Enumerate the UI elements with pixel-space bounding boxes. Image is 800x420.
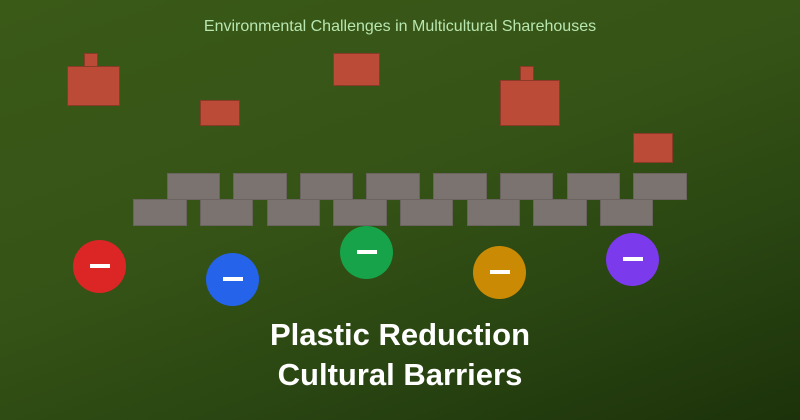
red-block (333, 53, 380, 86)
gray-segment-bottom (267, 199, 320, 226)
gray-segment-bottom (533, 199, 587, 226)
gray-segment-top (167, 173, 220, 200)
red-block (200, 100, 240, 126)
gray-segment-top (233, 173, 287, 200)
red-block-tab (84, 53, 98, 67)
diagram-title: Environmental Challenges in Multicultura… (203, 18, 597, 35)
gray-segment-top (300, 173, 353, 200)
gray-segment-bottom (133, 199, 187, 226)
minus-icon (490, 270, 510, 274)
minus-icon (90, 264, 110, 268)
minus-icon (223, 277, 243, 281)
red-block (67, 66, 120, 106)
gray-segment-top (567, 173, 620, 200)
gray-segment-top (633, 173, 687, 200)
caption-line-1: Plastic Reduction (269, 317, 531, 352)
minus-icon (357, 250, 377, 254)
marker-yellow (473, 246, 526, 299)
gray-segment-bottom (333, 199, 387, 226)
marker-blue (206, 253, 259, 306)
gray-segment-bottom (200, 199, 253, 226)
red-block (500, 80, 560, 126)
marker-purple (606, 233, 659, 286)
marker-red (73, 240, 126, 293)
gray-segment-bottom (400, 199, 453, 226)
gray-segment-bottom (600, 199, 653, 226)
red-block-tab (520, 66, 534, 81)
gray-segment-top (500, 173, 553, 200)
gray-segment-bottom (467, 199, 520, 226)
gray-segment-top (433, 173, 487, 200)
red-block (633, 133, 673, 163)
caption-line-2: Cultural Barriers (277, 357, 523, 392)
marker-green (340, 226, 393, 279)
minus-icon (623, 257, 643, 261)
gray-segment-top (366, 173, 420, 200)
